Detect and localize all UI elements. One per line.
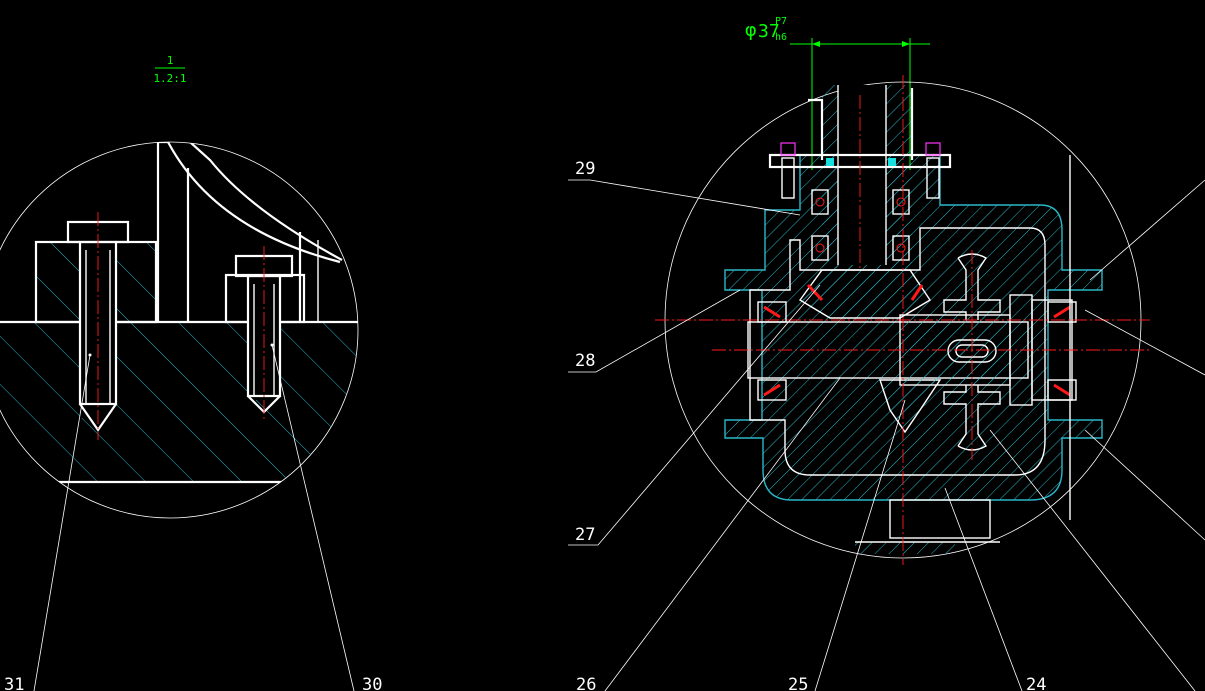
- callout-25: 25: [788, 675, 808, 691]
- bolt-31-tip: [79, 403, 117, 432]
- callout-24: 24: [1026, 675, 1046, 691]
- spider-cross: [943, 253, 1001, 451]
- scale-numerator: 1: [167, 54, 174, 67]
- bracket-outline: [156, 142, 341, 322]
- top-bolt-head-left: [780, 142, 796, 156]
- callout-leaders: [568, 179, 1205, 691]
- leader-29: [568, 179, 801, 216]
- bevel-gear-pair: [798, 269, 942, 434]
- callout-29: 29: [575, 159, 595, 179]
- bolt-31: [66, 212, 130, 440]
- leader-30: [271, 344, 355, 691]
- housing-cavity: [749, 227, 1046, 476]
- callout-labels: 31 30 29 28 27 26 25 24: [4, 159, 1046, 691]
- detail-scale-label: 1 1.2:1: [153, 54, 186, 85]
- callout-30: 30: [362, 675, 382, 691]
- shaft-housing-top: [808, 88, 914, 160]
- leader-27: [568, 284, 821, 546]
- scale-denominator: 1.2:1: [153, 72, 186, 85]
- leader-26: [604, 377, 841, 691]
- bracket-inner-curve: [189, 142, 343, 261]
- callout-31: 31: [4, 675, 24, 691]
- svg-text:φ: φ: [745, 19, 756, 41]
- bolt-30: [234, 246, 294, 422]
- fit-tolerance-upper: P7: [775, 16, 787, 27]
- side-bearings: [757, 283, 1077, 401]
- fit-tolerance-lower: h6: [775, 32, 787, 43]
- detail-view-left: 1 1.2:1: [0, 54, 359, 691]
- input-shaft-vertical: [768, 85, 952, 270]
- fit-diameter: 37: [758, 21, 780, 42]
- top-bolts: [780, 142, 941, 199]
- leader-28: [568, 289, 741, 373]
- top-bolt-head-right: [925, 142, 941, 156]
- detail-view-right: φ 37 P7 h6: [568, 16, 1205, 691]
- leader-25: [814, 399, 906, 691]
- housing-outline: [724, 154, 1103, 501]
- base-plate-section: [0, 322, 358, 482]
- centerlines: [655, 75, 1150, 565]
- callout-28: 28: [575, 351, 595, 371]
- bottom-mount: [855, 155, 1071, 554]
- leader-31: [33, 354, 91, 691]
- leader-24: [944, 487, 1023, 691]
- callout-26: 26: [576, 675, 596, 691]
- callout-27: 27: [575, 525, 595, 545]
